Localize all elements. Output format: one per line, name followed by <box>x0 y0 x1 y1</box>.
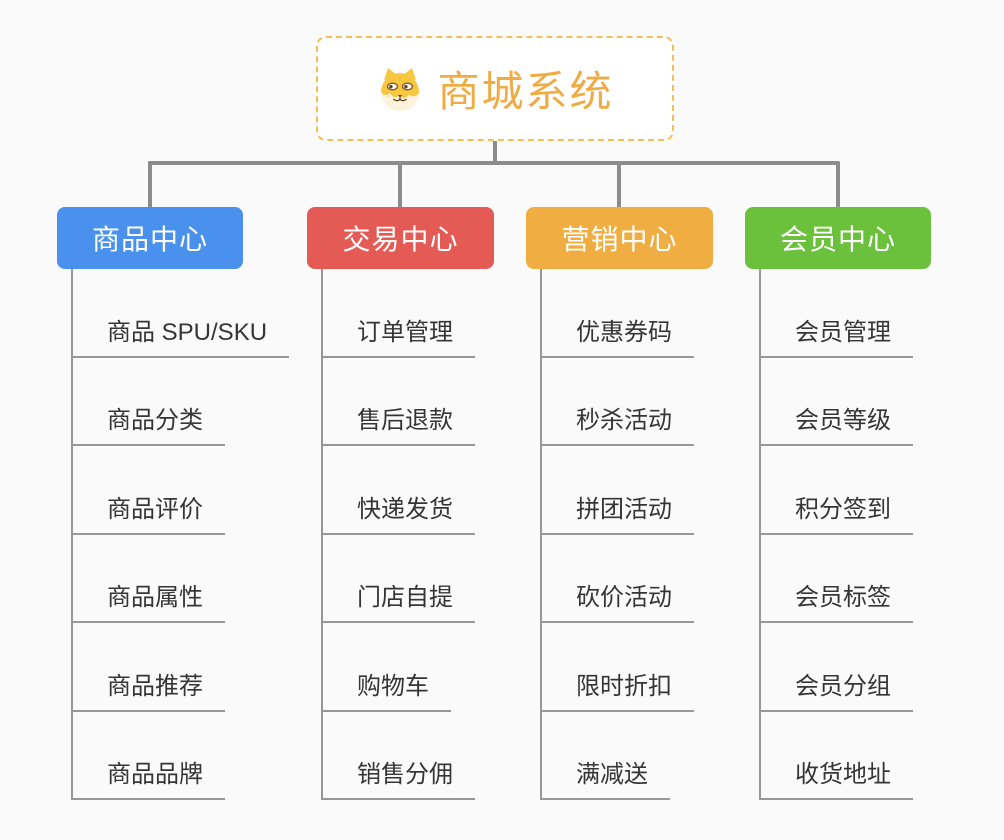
child-label: 售后退款 <box>357 407 453 434</box>
child-node[interactable]: 优惠券码 <box>542 269 694 358</box>
child-label: 商品 SPU/SKU <box>107 318 268 346</box>
child-label: 商品属性 <box>107 584 203 611</box>
child-label: 门店自提 <box>357 584 453 611</box>
connector-root-stem <box>493 141 497 163</box>
branch-node-marketing-center[interactable]: 营销中心 <box>526 207 713 269</box>
connector-drop-branch-1 <box>148 161 152 208</box>
children-member-center: 会员管理 会员等级 积分签到 会员标签 会员分组 收货地址 <box>759 269 913 800</box>
child-label: 销售分佣 <box>357 761 453 788</box>
child-node[interactable]: 商品评价 <box>73 446 225 535</box>
root-node-mall-system[interactable]: 商城系统 <box>316 36 674 141</box>
branch-node-trade-center[interactable]: 交易中心 <box>307 207 494 269</box>
branch-label: 商品中心 <box>91 224 208 255</box>
child-node[interactable]: 快递发货 <box>323 446 475 535</box>
child-node[interactable]: 会员分组 <box>761 623 913 712</box>
child-node[interactable]: 销售分佣 <box>323 712 475 800</box>
child-node[interactable]: 售后退款 <box>323 358 475 446</box>
connector-horizontal-bar <box>148 161 840 165</box>
child-node[interactable]: 会员标签 <box>761 535 913 623</box>
child-node[interactable]: 会员管理 <box>761 269 913 358</box>
children-product-center: 商品 SPU/SKU 商品分类 商品评价 商品属性 商品推荐 商品品牌 <box>71 269 290 800</box>
branch-label: 营销中心 <box>561 224 678 255</box>
child-label: 拼团活动 <box>576 495 672 523</box>
child-node[interactable]: 门店自提 <box>323 535 475 623</box>
child-node[interactable]: 商品品牌 <box>73 712 225 800</box>
children-trade-center: 订单管理 售后退款 快递发货 门店自提 购物车 销售分佣 <box>321 269 475 800</box>
child-label: 商品分类 <box>107 407 203 434</box>
child-node[interactable]: 限时折扣 <box>542 623 694 712</box>
child-node[interactable]: 积分签到 <box>761 446 913 535</box>
child-node[interactable]: 商品 SPU/SKU <box>73 269 290 358</box>
child-label: 积分签到 <box>795 495 891 523</box>
branch-label: 交易中心 <box>342 224 459 255</box>
child-label: 订单管理 <box>357 318 453 346</box>
child-label: 购物车 <box>357 672 429 700</box>
child-node[interactable]: 秒杀活动 <box>542 358 694 446</box>
child-node[interactable]: 订单管理 <box>323 269 475 358</box>
child-label: 会员管理 <box>795 318 891 346</box>
child-node[interactable]: 购物车 <box>323 623 451 712</box>
dog-face-icon <box>381 67 420 111</box>
child-node[interactable]: 砍价活动 <box>542 535 694 623</box>
connector-drop-branch-3 <box>617 161 621 208</box>
child-node[interactable]: 拼团活动 <box>542 446 694 535</box>
children-marketing-center: 优惠券码 秒杀活动 拼团活动 砍价活动 限时折扣 满减送 <box>540 269 694 800</box>
child-label: 秒杀活动 <box>576 407 672 434</box>
child-label: 快递发货 <box>357 495 453 523</box>
root-title: 商城系统 <box>437 68 614 115</box>
child-node[interactable]: 商品属性 <box>73 535 225 623</box>
branch-node-member-center[interactable]: 会员中心 <box>745 207 931 269</box>
child-label: 收货地址 <box>795 761 891 788</box>
child-label: 商品品牌 <box>107 761 203 788</box>
connector-drop-branch-4 <box>836 161 840 208</box>
child-node[interactable]: 商品推荐 <box>73 623 225 712</box>
child-node[interactable]: 满减送 <box>542 712 670 800</box>
child-node[interactable]: 会员等级 <box>761 358 913 446</box>
branch-label: 会员中心 <box>779 224 896 255</box>
branch-node-product-center[interactable]: 商品中心 <box>57 207 243 269</box>
child-label: 限时折扣 <box>576 672 672 700</box>
child-label: 砍价活动 <box>576 584 672 611</box>
child-label: 会员标签 <box>795 584 891 611</box>
connector-drop-branch-2 <box>398 161 402 208</box>
child-label: 会员分组 <box>795 672 891 700</box>
child-label: 会员等级 <box>795 407 891 434</box>
child-label: 满减送 <box>576 761 648 788</box>
child-label: 商品推荐 <box>107 672 203 700</box>
child-node[interactable]: 商品分类 <box>73 358 225 446</box>
child-node[interactable]: 收货地址 <box>761 712 913 800</box>
child-label: 商品评价 <box>107 495 203 523</box>
child-label: 优惠券码 <box>576 318 672 346</box>
